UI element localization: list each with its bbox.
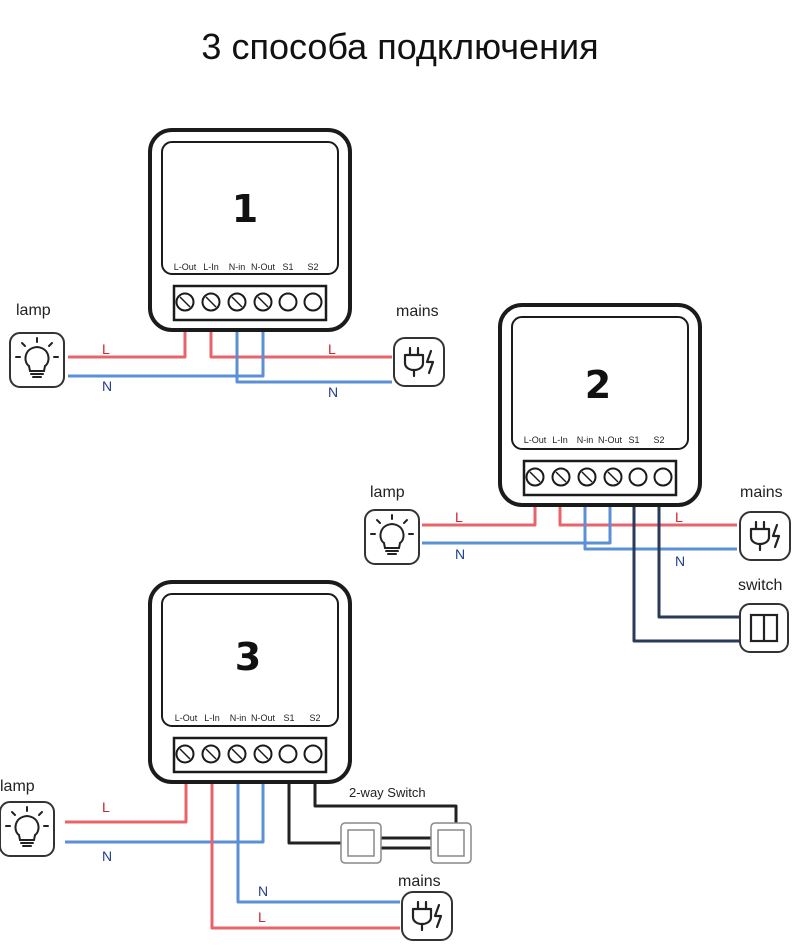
d2-label-n: N <box>455 546 465 562</box>
d2-term-s2: S2 <box>653 435 664 445</box>
d2-term-s1: S1 <box>628 435 639 445</box>
d3-wire-l-mains <box>210 770 400 930</box>
d2-term-nin: N-in <box>577 435 594 445</box>
d2-term-lout: L-Out <box>524 435 547 445</box>
d3-term-nout: N-Out <box>251 713 276 723</box>
d3-mains-label: mains <box>398 873 441 890</box>
page-title: 3 способа подключения <box>201 26 599 67</box>
lamp-icon <box>0 801 55 857</box>
diagram-2: 2 L-Out L-In N-in N-Out S1 S2 lamp mains… <box>364 303 792 654</box>
two-way-switch-icon <box>340 822 382 864</box>
d2-label-l2: L <box>675 509 683 525</box>
d3-two-way-switch-label: 2-way Switch <box>349 785 426 800</box>
d3-lamp-label: lamp <box>0 778 35 795</box>
d3-label-n2: N <box>258 883 268 899</box>
d3-term-lout: L-Out <box>175 713 198 723</box>
d3-label-n: N <box>102 848 112 864</box>
d1-term-lin: L-In <box>203 262 219 272</box>
lamp-icon <box>364 509 420 565</box>
diagram-3: 3 L-Out L-In N-in N-Out S1 S2 lamp mains… <box>0 580 472 942</box>
d2-label-l: L <box>455 509 463 525</box>
d2-wire-s1 <box>632 475 740 643</box>
d3-device <box>148 580 352 784</box>
d1-term-nout: N-Out <box>251 262 276 272</box>
d1-label-n2: N <box>328 384 338 400</box>
d3-wire-s1 <box>287 770 343 845</box>
lamp-icon <box>9 332 65 388</box>
d1-term-nin: N-in <box>229 262 246 272</box>
d1-lamp-label: lamp <box>16 302 51 319</box>
d1-number: 1 <box>232 187 258 231</box>
d3-term-nin: N-in <box>230 713 247 723</box>
d1-term-s2: S2 <box>307 262 318 272</box>
d3-term-lin: L-In <box>204 713 220 723</box>
d3-term-s2: S2 <box>309 713 320 723</box>
diagram-1: 1 L-Out L-In N-in N-Out S1 S2 lamp mains… <box>9 128 446 400</box>
mains-plug-icon <box>400 890 454 942</box>
d1-mains-label: mains <box>396 303 439 320</box>
d3-wire-l-lamp <box>65 770 188 824</box>
d2-label-n2: N <box>675 553 685 569</box>
mains-plug-icon <box>392 336 446 388</box>
mains-plug-icon <box>738 510 792 562</box>
d2-wire-s2 <box>657 475 740 619</box>
d2-switch-label: switch <box>738 577 782 594</box>
d2-mains-label: mains <box>740 484 783 501</box>
d1-term-s1: S1 <box>282 262 293 272</box>
d2-term-lin: L-In <box>552 435 568 445</box>
d2-term-nout: N-Out <box>598 435 623 445</box>
d3-label-l2: L <box>258 909 266 925</box>
d3-wire-n-mains <box>236 770 400 904</box>
d1-term-lout: L-Out <box>174 262 197 272</box>
d3-wire-n-lamp <box>65 770 265 844</box>
d3-label-l: L <box>102 799 110 815</box>
d3-term-s1: S1 <box>283 713 294 723</box>
two-way-switch-icon <box>430 822 472 864</box>
switch-icon <box>738 602 790 654</box>
d2-number: 2 <box>585 363 611 407</box>
d1-label-n: N <box>102 378 112 394</box>
d3-number: 3 <box>235 635 261 679</box>
d2-lamp-label: lamp <box>370 484 405 501</box>
d1-label-l2: L <box>328 341 336 357</box>
d1-label-l: L <box>102 341 110 357</box>
